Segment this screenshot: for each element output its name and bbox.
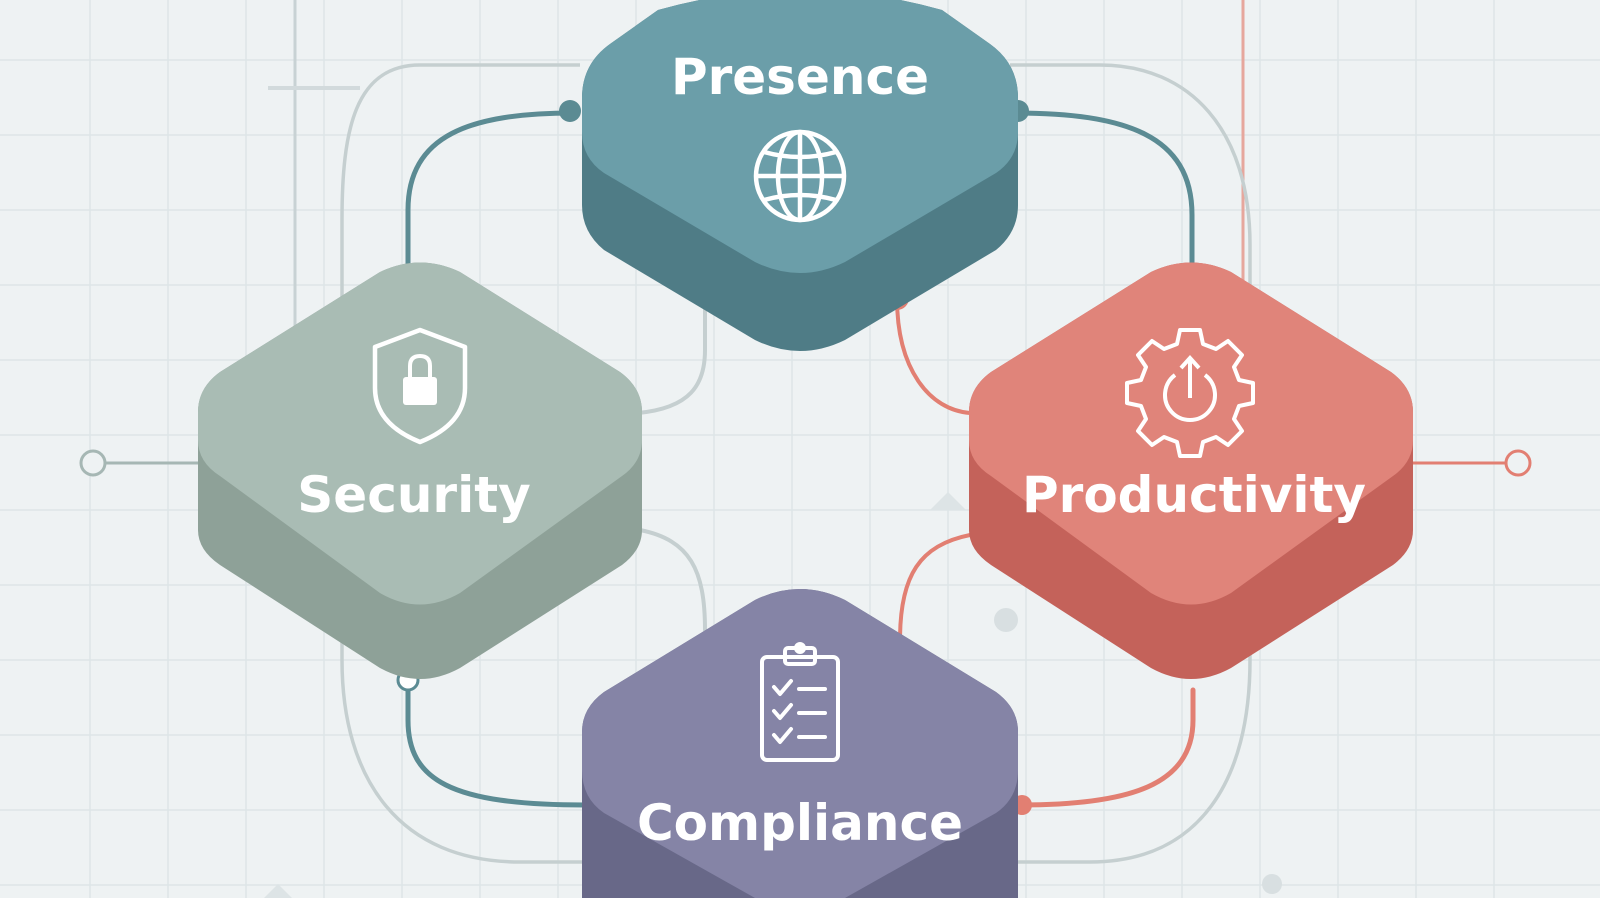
presence-productivity-connector: [1011, 110, 1195, 278]
outer-ring-connector: [340, 63, 1252, 864]
productivity-node-top: [969, 262, 1413, 605]
security-compliance-connector: [405, 679, 588, 808]
gear-power-icon: [1125, 328, 1255, 458]
node-presence[interactable]: Presence: [582, 0, 1018, 351]
security-node-top: [198, 262, 642, 605]
productivity-compliance-coral-connector: [898, 533, 972, 642]
presence-security-connector: [405, 110, 577, 278]
compliance-node-top: [582, 589, 1018, 898]
node-productivity[interactable]: Productivity: [969, 262, 1413, 680]
left-end-node: [79, 449, 107, 477]
productivity-label: Productivity: [1022, 466, 1366, 524]
presence-label: Presence: [671, 48, 929, 106]
security-label: Security: [297, 466, 530, 524]
background-decor: [264, 0, 1282, 898]
presence-productivity-coral-connector: [895, 296, 972, 415]
presence-left-joint: [559, 100, 581, 122]
node-compliance[interactable]: Compliance: [582, 589, 1018, 898]
productivity-compliance-connector: [1017, 687, 1196, 808]
presence-security-inner-connector: [636, 293, 707, 415]
shield-lock-icon: [372, 327, 468, 445]
clipboard-checklist-icon: [760, 642, 840, 762]
security-compliance-inner-connector: [638, 528, 707, 632]
globe-icon: [753, 129, 847, 223]
compliance-label: Compliance: [637, 794, 963, 852]
right-end-node: [1504, 449, 1532, 477]
node-security[interactable]: Security: [198, 262, 642, 680]
